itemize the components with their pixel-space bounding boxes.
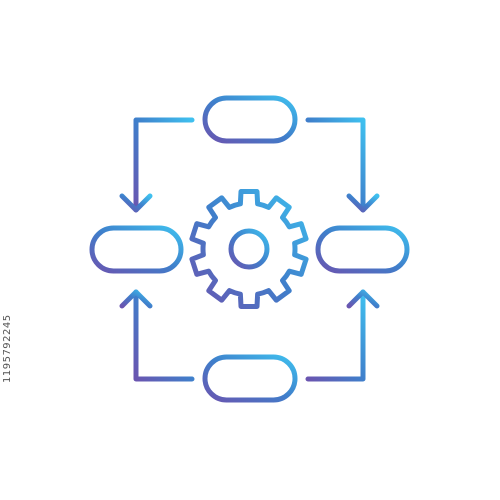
right-node <box>315 225 410 274</box>
arrow-bottom-left-icon <box>119 289 195 382</box>
gear-hub-icon <box>228 228 270 270</box>
stock-id-watermark: 1195792245 <box>2 314 13 383</box>
bottom-node <box>202 354 298 403</box>
arrow-top-right-icon <box>305 117 380 213</box>
arrow-top-left-icon <box>119 117 195 213</box>
gear-icon <box>189 189 309 309</box>
left-node <box>89 225 184 274</box>
arrow-bottom-right-icon <box>305 289 380 382</box>
top-node <box>202 95 298 144</box>
